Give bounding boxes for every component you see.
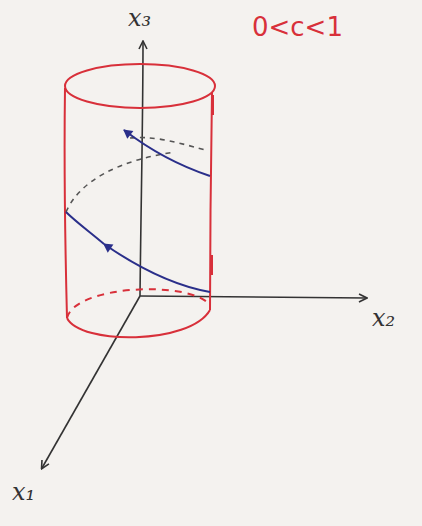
axis-label: x₁: [12, 478, 35, 506]
axis-label: x₂: [372, 304, 395, 332]
axis-label: x₃: [128, 4, 151, 32]
parameter-note: 0<c<1: [252, 12, 343, 42]
